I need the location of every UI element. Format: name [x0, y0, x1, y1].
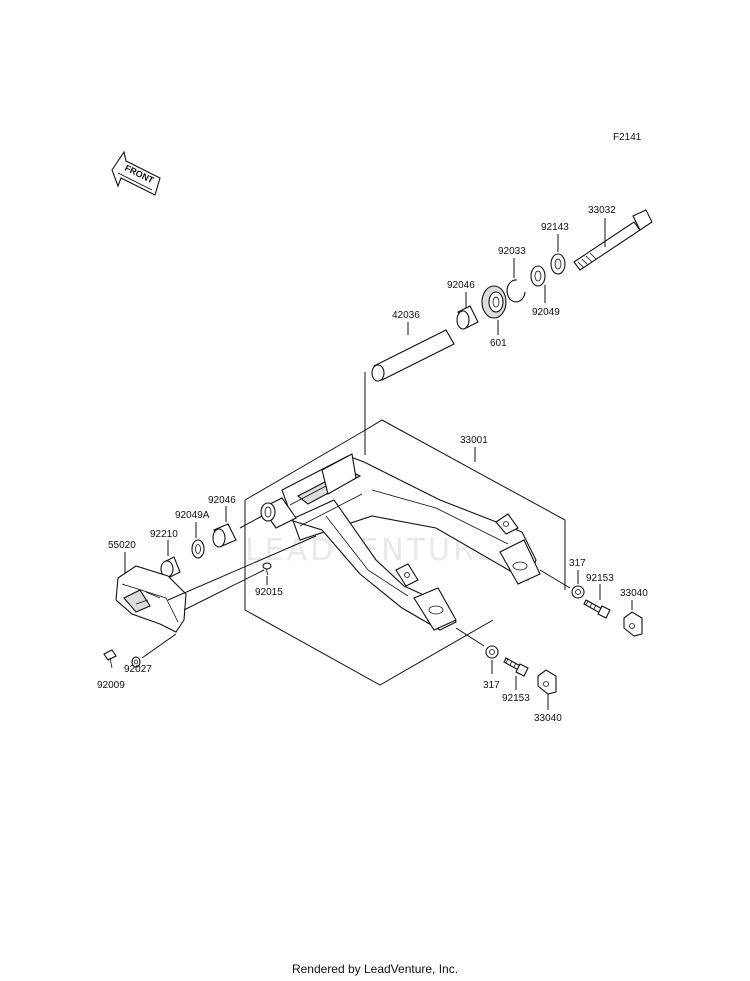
needle-bearing-icon	[456, 305, 479, 330]
label-92046-top: 92046	[447, 280, 475, 291]
oil-seal-icon	[530, 265, 546, 287]
bolt-92009-icon	[103, 649, 117, 669]
label-317-bottom: 317	[483, 680, 500, 691]
front-arrow-icon: FRONT	[111, 150, 161, 196]
collar-icon	[550, 253, 566, 275]
label-92049A: 92049A	[175, 510, 210, 521]
label-92210: 92210	[150, 529, 178, 540]
chain-adjuster-bottom-icon	[537, 669, 557, 695]
nut-317-bottom-icon	[485, 645, 499, 659]
label-33040-right: 33040	[620, 588, 648, 599]
label-92015: 92015	[255, 587, 283, 598]
label-33040-bottom: 33040	[534, 713, 562, 724]
chain-adjuster-right-icon	[623, 611, 643, 637]
label-92153-bottom: 92153	[502, 693, 530, 704]
oil-seal-left-icon	[191, 539, 205, 559]
label-317-right: 317	[569, 558, 586, 569]
label-92027: 92027	[124, 664, 152, 675]
collar-left-icon	[160, 556, 181, 578]
washer-92027-icon	[131, 656, 141, 668]
label-92009: 92009	[97, 680, 125, 691]
label-92033: 92033	[498, 246, 526, 257]
needle-bearing-left-icon	[212, 523, 237, 548]
footer-credit: Rendered by LeadVenture, Inc.	[291, 962, 459, 976]
chain-guard-icon	[115, 565, 187, 633]
ball-bearing-icon	[481, 285, 507, 319]
label-92143: 92143	[541, 222, 569, 233]
nut-317-right-icon	[571, 585, 585, 599]
label-92046-left: 92046	[208, 495, 236, 506]
adjuster-bolt-bottom-icon	[503, 657, 529, 677]
label-55020: 55020	[108, 540, 136, 551]
adjuster-bolt-right-icon	[583, 599, 611, 619]
label-42036: 42036	[392, 310, 420, 321]
pivot-shaft-icon	[573, 209, 653, 271]
label-92153-right: 92153	[586, 573, 614, 584]
circlip-icon	[506, 279, 526, 303]
screw-92015-icon	[262, 562, 272, 576]
label-92049-top: 92049	[532, 307, 560, 318]
swingarm-icon	[260, 453, 541, 631]
label-601: 601	[490, 338, 507, 349]
pivot-sleeve-icon	[371, 329, 455, 382]
label-33032: 33032	[588, 205, 616, 216]
label-33001: 33001	[460, 435, 488, 446]
figure-id: F2141	[613, 132, 642, 143]
